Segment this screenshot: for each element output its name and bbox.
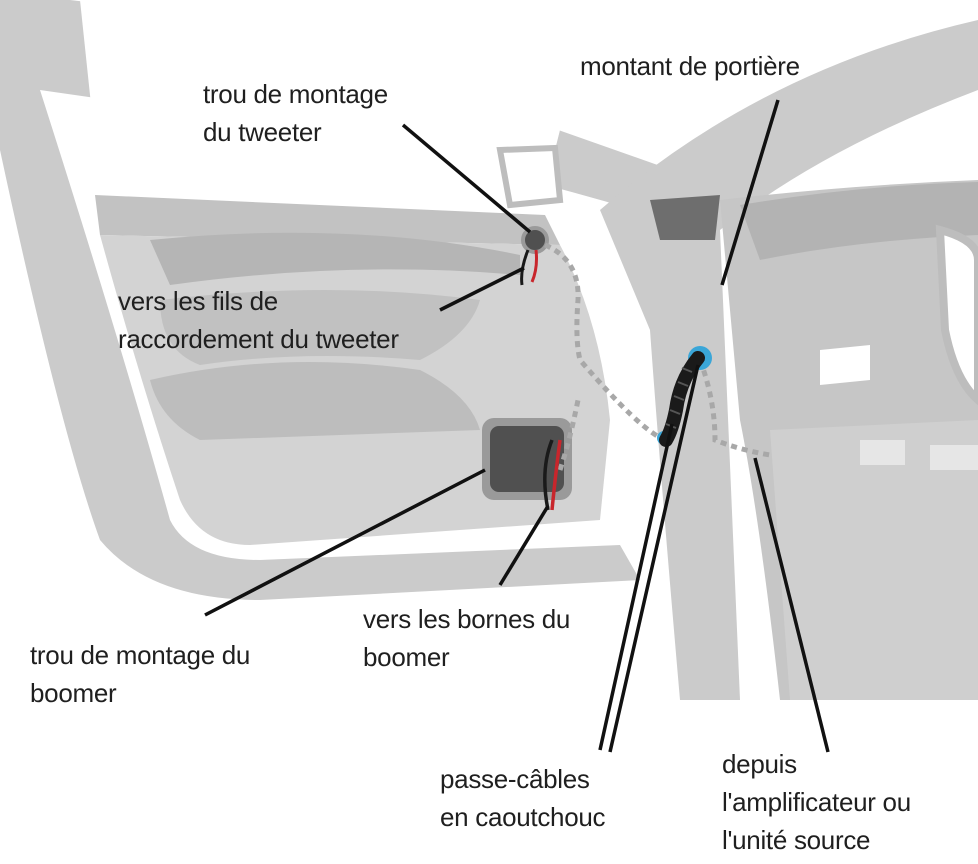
leader-tweeter-wires [439, 266, 525, 312]
leader-lines [204, 99, 830, 753]
label-line: du tweeter [203, 117, 322, 147]
label-line: trou de montage [203, 79, 388, 109]
label-from-amp: depuis l'amplificateur ou l'unité source [722, 745, 911, 859]
dashboard-top [740, 182, 978, 260]
label-grommet: passe-câbles en caoutchouc [440, 760, 606, 836]
label-line: en caoutchouc [440, 802, 606, 832]
door-top-trim [95, 195, 560, 245]
label-tweeter-hole: trou de montage du tweeter [203, 75, 388, 151]
side-mirror [496, 144, 564, 209]
leader-woofer-terminals [498, 505, 550, 586]
label-line: vers les bornes du [363, 604, 571, 634]
leader-woofer-hole [204, 468, 486, 617]
door-handle-recess [160, 290, 480, 365]
leader-grommet-1 [598, 423, 674, 751]
door-pillar-shape [600, 20, 978, 700]
tweeter-hole [521, 226, 549, 254]
label-line: depuis [722, 749, 797, 779]
label-line: l'unité source [722, 825, 871, 855]
door-armrest [150, 232, 520, 285]
leader-door-pillar [720, 99, 780, 286]
grommet-boot-ribs [665, 367, 693, 429]
label-line: trou de montage du [30, 640, 251, 670]
leader-grommet-2 [608, 364, 700, 753]
label-line: passe-câbles [440, 764, 590, 794]
pedal [860, 440, 905, 465]
dotted-cable-path [543, 242, 667, 471]
label-tweeter-wires: vers les fils de raccordement du tweeter [118, 282, 399, 358]
leader-tweeter-hole [401, 123, 532, 234]
label-line: raccordement du tweeter [118, 324, 399, 354]
label-line: l'amplificateur ou [722, 787, 911, 817]
dotted-cable-path-2 [697, 359, 771, 458]
label-line: vers les fils de [118, 286, 278, 316]
lower-interior [770, 420, 978, 700]
label-woofer-hole: trou de montage du boomer [30, 636, 250, 712]
label-line: montant de portière [580, 51, 800, 81]
woofer-wire-red [550, 439, 562, 511]
woofer-wire-black [543, 439, 554, 511]
door-pocket [150, 362, 480, 440]
label-line: boomer [30, 678, 117, 708]
woofer-hole-inner [490, 426, 564, 492]
pedal-2 [930, 445, 978, 470]
label-line: boomer [363, 642, 450, 672]
pillar-edge-dark [650, 195, 720, 240]
label-door-pillar: montant de portière [580, 47, 800, 85]
center-vent [820, 345, 870, 385]
tweeter-wire-red [530, 249, 538, 283]
leader-from-amp [753, 457, 830, 753]
label-woofer-terminals: vers les bornes du boomer [363, 600, 570, 676]
